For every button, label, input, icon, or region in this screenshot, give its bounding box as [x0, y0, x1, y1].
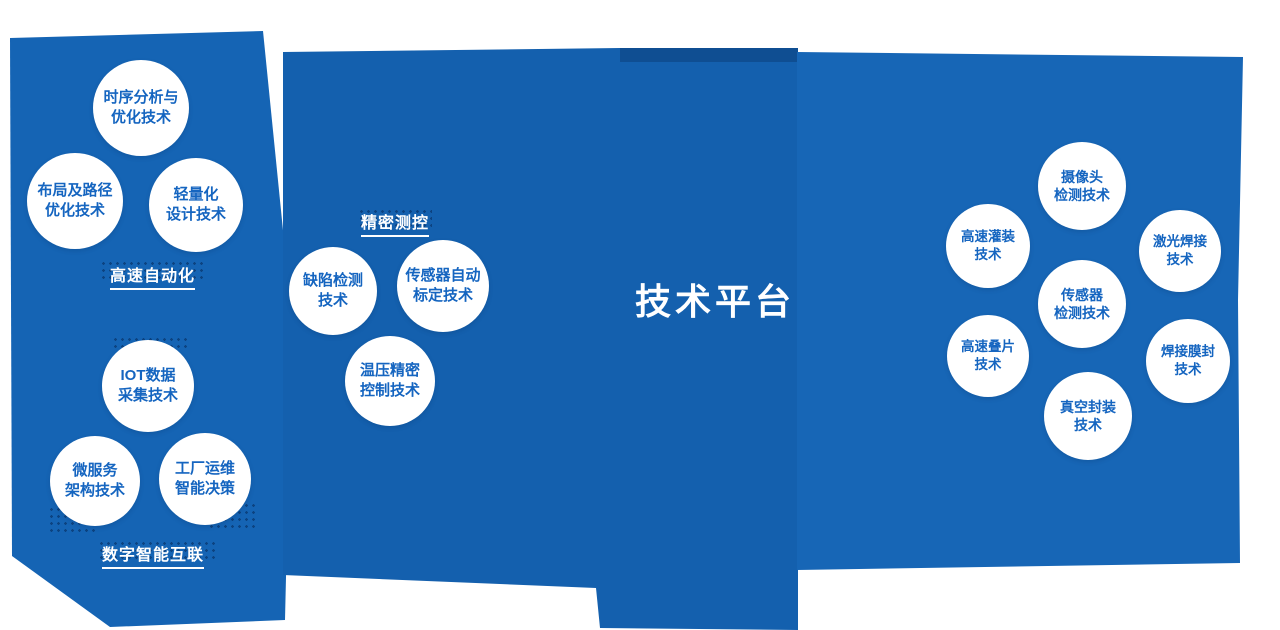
circle-laser-welding: 激光焊接 技术 [1139, 210, 1221, 292]
middle-blue-blob [283, 48, 798, 630]
circle-high-speed-stacking: 高速叠片 技术 [947, 315, 1029, 397]
circle-timing-optimization: 时序分析与 优化技术 [93, 60, 189, 156]
center-top-tab [620, 48, 798, 62]
circle-defect-detection: 缺陷检测 技术 [289, 247, 377, 335]
section-label-digital-text: 数字智能互联 [101, 541, 204, 569]
dot-pattern-decoration [100, 260, 205, 282]
circle-factory-ops-decision: 工厂运维 智能决策 [159, 433, 251, 525]
circle-sensor-auto-calibration: 传感器自动 标定技术 [397, 240, 489, 332]
section-label-precision: 精密测控 [350, 209, 440, 237]
circle-sensor-inspection: 传感器 检测技术 [1038, 260, 1126, 348]
circle-vacuum-packaging: 真空封装 技术 [1044, 372, 1132, 460]
circle-temp-pressure-control: 温压精密 控制技术 [345, 336, 435, 426]
circle-weld-film-sealing: 焊接膜封 技术 [1146, 319, 1230, 403]
circle-camera-inspection: 摄像头 检测技术 [1038, 142, 1126, 230]
circle-high-speed-filling: 高速灌装 技术 [946, 204, 1030, 288]
circle-iot-data-collection: IOT数据 采集技术 [102, 340, 194, 432]
right-blue-blob [797, 52, 1243, 570]
dot-pattern-decoration [98, 540, 216, 562]
circle-lightweight-design: 轻量化 设计技术 [149, 158, 243, 252]
page-title: 技术平台 [634, 281, 795, 322]
section-label-digital: 数字智能互联 [88, 541, 218, 569]
circle-microservice-architecture: 微服务 架构技术 [50, 436, 140, 526]
section-label-precision-text: 精密测控 [360, 209, 429, 237]
section-label-automation: 高速自动化 [95, 262, 210, 290]
circle-layout-path-optimization: 布局及路径 优化技术 [27, 153, 123, 249]
dot-pattern-decoration [358, 208, 432, 228]
section-label-automation-text: 高速自动化 [109, 262, 195, 290]
